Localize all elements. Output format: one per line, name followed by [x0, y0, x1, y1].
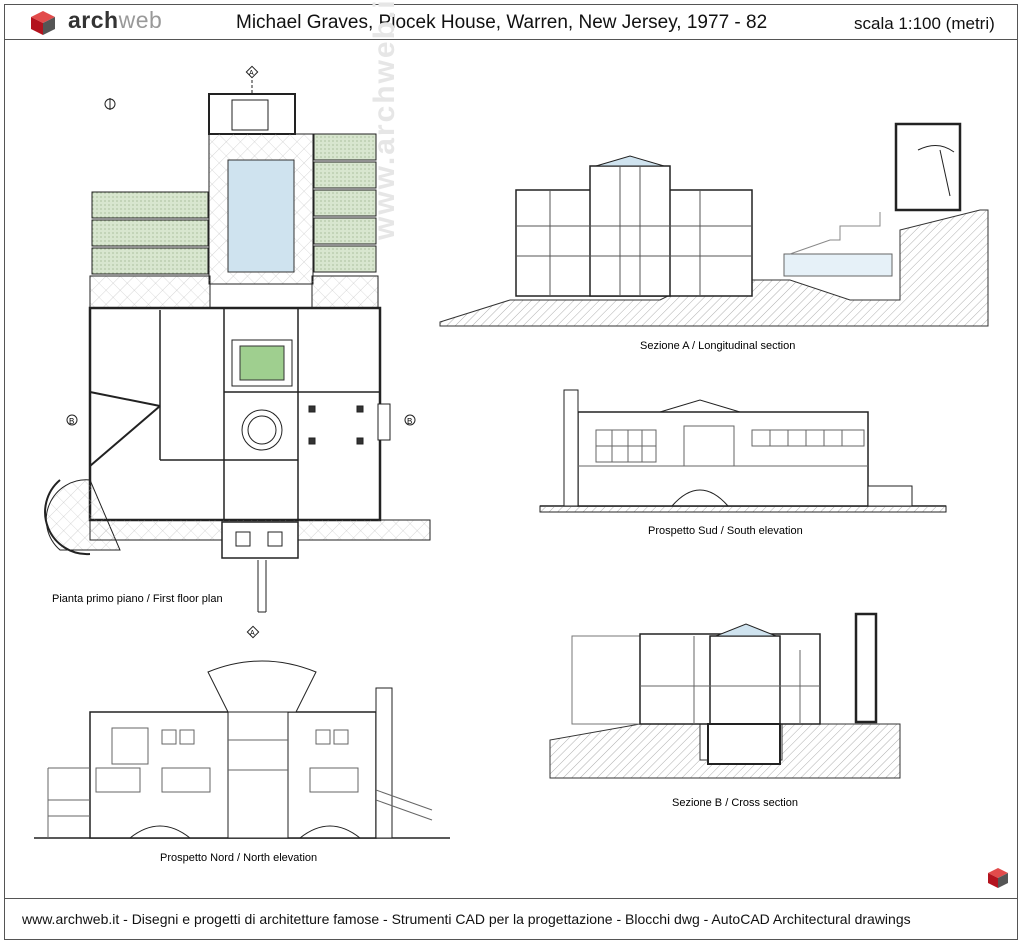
- logo-text[interactable]: archweb: [68, 7, 163, 33]
- footer-bar: www.archweb.it - Disegni e progetti di a…: [4, 898, 1018, 940]
- floor-plan-caption: Pianta primo piano / First floor plan: [52, 593, 223, 605]
- footer-text[interactable]: www.archweb.it - Disegni e progetti di a…: [22, 911, 911, 927]
- cube-icon: [31, 11, 55, 35]
- drawing-sheet: [4, 4, 1018, 940]
- marker-label: B: [407, 417, 412, 426]
- section-marker-b-left-icon: [66, 414, 78, 426]
- section-a-drawing: [439, 122, 989, 327]
- north-elevation-caption: Prospetto Nord / North elevation: [160, 852, 318, 864]
- section-a-caption: Sezione A / Longitudinal section: [640, 340, 796, 352]
- section-marker-b-right-icon: [404, 414, 416, 426]
- marker-label: A: [250, 630, 255, 637]
- section-b-drawing: [549, 612, 901, 779]
- axis-marker-icon: [246, 625, 260, 639]
- south-elevation-drawing: [539, 389, 947, 513]
- marker-label: A: [249, 70, 254, 77]
- first-floor-plan: [44, 65, 431, 639]
- marker-label: B: [69, 417, 74, 426]
- header-bar: archweb Michael Graves, Plocek House, Wa…: [4, 4, 1018, 40]
- south-elevation-caption: Prospetto Sud / South elevation: [648, 525, 803, 537]
- scale-label: scala 1:100 (metri): [854, 14, 995, 33]
- north-elevation-drawing: [34, 660, 450, 839]
- page-title: Michael Graves, Plocek House, Warren, Ne…: [236, 12, 768, 33]
- section-b-caption: Sezione B / Cross section: [672, 797, 798, 809]
- axis-marker-icon: [245, 65, 259, 79]
- cube-icon: [988, 868, 1008, 888]
